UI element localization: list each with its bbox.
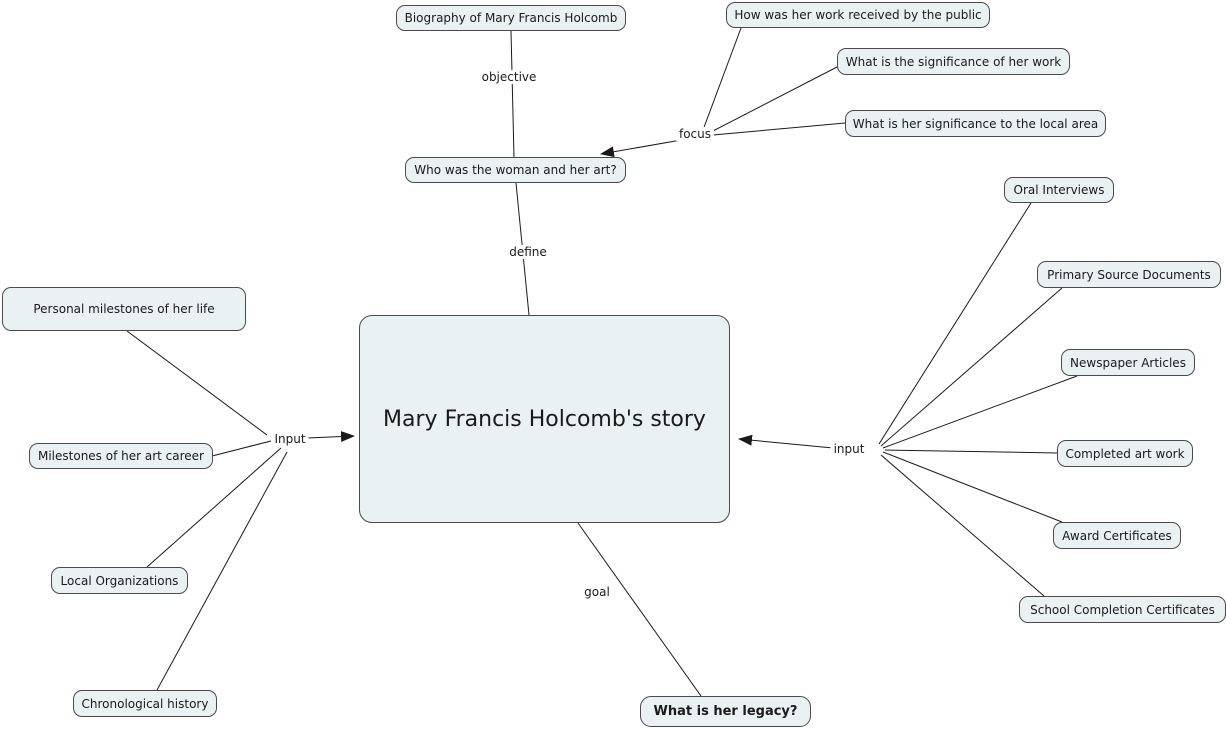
edge-chrono-to-input bbox=[156, 451, 288, 691]
node-chronological[interactable]: Chronological history bbox=[73, 690, 217, 717]
edge-label-focus[interactable]: focus bbox=[675, 127, 715, 141]
edge-artcareer-to-input bbox=[211, 440, 272, 457]
node-legacy[interactable]: What is her legacy? bbox=[640, 696, 811, 727]
node-personal-milestones[interactable]: Personal milestones of her life bbox=[2, 287, 246, 331]
edge-orgs-to-input bbox=[146, 447, 282, 568]
edge-school-to-input bbox=[880, 454, 1045, 597]
edge-focus-arrow bbox=[600, 138, 688, 158]
node-primary-sources[interactable]: Primary Source Documents bbox=[1037, 261, 1221, 288]
edge-label-objective[interactable]: objective bbox=[478, 70, 540, 84]
edge-input-left-arrow bbox=[306, 431, 355, 443]
edge-news-to-input bbox=[882, 375, 1078, 449]
edge-oral-to-input bbox=[878, 202, 1032, 445]
edge-sigwork-to-focus bbox=[710, 66, 838, 133]
node-completed-art[interactable]: Completed art work bbox=[1057, 440, 1193, 467]
edge-central-to-legacy bbox=[577, 522, 702, 697]
node-local-organizations[interactable]: Local Organizations bbox=[51, 567, 188, 594]
edge-label-input-right[interactable]: input bbox=[830, 442, 868, 456]
edge-siglocal-to-focus bbox=[712, 122, 846, 136]
node-public-reception[interactable]: How was her work received by the public bbox=[726, 2, 990, 28]
edge-input-right-arrow bbox=[738, 434, 834, 449]
node-art-milestones[interactable]: Milestones of her art career bbox=[29, 443, 213, 469]
edge-award-to-input bbox=[882, 451, 1063, 523]
edge-label-define[interactable]: define bbox=[506, 245, 550, 259]
node-central-story[interactable]: Mary Francis Holcomb's story bbox=[359, 315, 730, 523]
node-oral-interviews[interactable]: Oral Interviews bbox=[1004, 177, 1114, 203]
edge-reception-to-focus bbox=[702, 27, 742, 131]
node-biography[interactable]: Biography of Mary Francis Holcomb bbox=[396, 5, 626, 31]
node-significance-local[interactable]: What is her significance to the local ar… bbox=[845, 110, 1106, 137]
node-significance-work[interactable]: What is the significance of her work bbox=[837, 48, 1070, 75]
node-school-certificates[interactable]: School Completion Certificates bbox=[1019, 596, 1226, 623]
edge-personal-to-input bbox=[126, 330, 268, 436]
edge-biography-to-whowoman bbox=[510, 30, 515, 158]
edge-label-goal[interactable]: goal bbox=[581, 585, 613, 599]
edge-completed-to-input bbox=[884, 449, 1058, 454]
edge-label-input-left[interactable]: Input bbox=[271, 432, 309, 446]
edge-primary-to-input bbox=[880, 287, 1063, 447]
node-award-certificates[interactable]: Award Certificates bbox=[1053, 522, 1181, 549]
node-who-woman[interactable]: Who was the woman and her art? bbox=[405, 157, 626, 183]
node-newspaper-articles[interactable]: Newspaper Articles bbox=[1061, 349, 1195, 376]
